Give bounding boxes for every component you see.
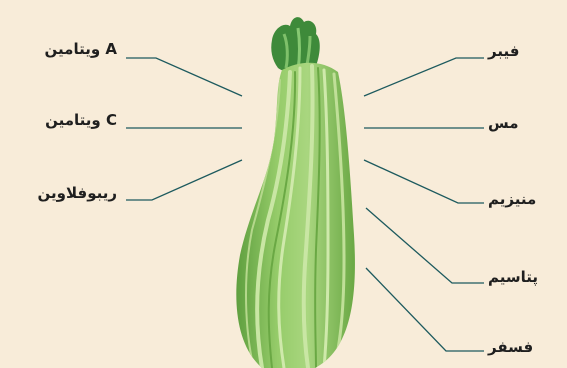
connector-fiber [364,58,484,96]
connector-phosphorus [366,268,484,351]
label-copper: مس [488,116,519,131]
label-fiber: فیبر [488,44,519,59]
label-riboflavin: ریبوفلاوین [38,186,117,201]
connector-potassium [366,208,484,283]
connector-magnesium [364,160,484,203]
label-vitamin-c: ویتامین C [45,113,117,128]
label-phosphorus: فسفر [488,340,533,355]
label-vitamin-a: ویتامین A [45,42,117,57]
zucchini-body [236,63,355,368]
connector-riboflavin [126,160,242,200]
label-potassium: پتاسیم [488,270,538,285]
connector-vitamin-a [126,58,242,96]
label-magnesium: منیزیم [488,192,536,207]
